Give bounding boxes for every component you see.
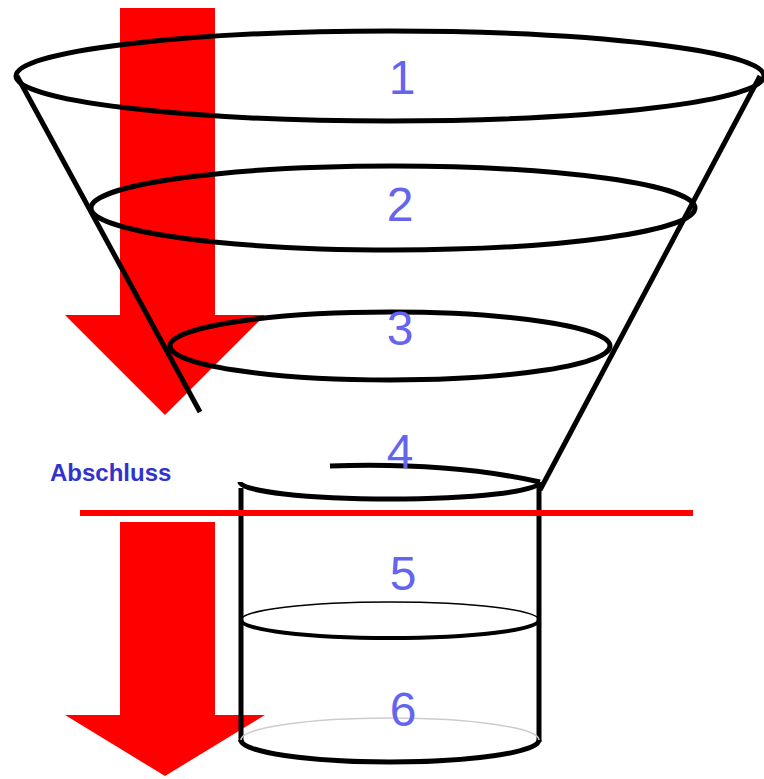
- funnel-ring: [330, 465, 540, 482]
- flow-arrow: [65, 8, 265, 415]
- funnel-ring: [16, 31, 764, 121]
- callout-number: 4: [387, 428, 414, 476]
- funnel-side: [17, 76, 200, 412]
- cylinder-ring: [241, 620, 539, 638]
- stage-label: Abschluss: [50, 461, 171, 485]
- flow-arrow: [65, 522, 265, 776]
- cylinder-ring: [241, 602, 539, 620]
- funnel-ring: [91, 166, 695, 250]
- callout-number: 6: [390, 686, 417, 734]
- funnel-side: [540, 76, 760, 490]
- callout-number: 1: [389, 54, 416, 102]
- cylinder-base: [241, 740, 539, 762]
- closing-line: [80, 510, 693, 516]
- callout-number: 2: [387, 181, 414, 229]
- callout-number: 3: [387, 305, 414, 353]
- callout-number: 5: [390, 550, 417, 598]
- cylinder-side: [537, 486, 542, 742]
- funnel-ring: [240, 482, 540, 499]
- cylinder-side: [239, 488, 244, 742]
